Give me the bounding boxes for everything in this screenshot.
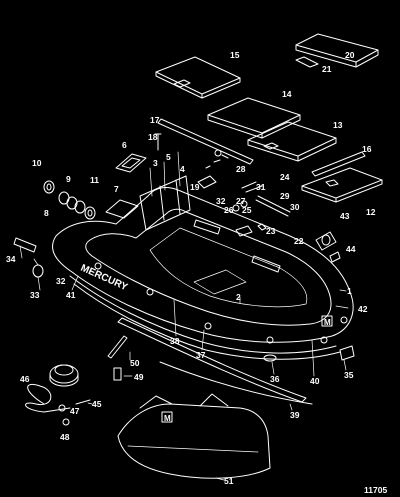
part-pin — [107, 335, 128, 359]
label-43: 43 — [340, 211, 350, 221]
label-32-bottom: 32 — [56, 276, 66, 286]
label-19: 19 — [190, 182, 200, 192]
label-25: 25 — [242, 205, 252, 215]
label-14: 14 — [282, 89, 292, 99]
label-40: 40 — [310, 376, 320, 386]
label-22: 22 — [294, 236, 304, 246]
label-27: 27 — [236, 196, 246, 206]
label-33: 33 — [30, 290, 40, 300]
part-keel-strip — [117, 317, 307, 403]
part-oarlock-set — [197, 159, 291, 237]
part-roll — [13, 237, 37, 253]
label-13: 13 — [333, 120, 343, 130]
label-36: 36 — [270, 374, 280, 384]
label-26: 26 — [224, 205, 234, 215]
label-34: 34 — [6, 254, 16, 264]
label-9: 9 — [66, 174, 71, 184]
brand-logo: MERCURY — [79, 263, 130, 294]
label-21: 21 — [322, 64, 332, 74]
label-11: 11 — [90, 175, 99, 185]
bag-badge-m: M — [164, 414, 171, 423]
label-45: 45 — [92, 399, 102, 409]
part-floor-board-front — [207, 97, 301, 139]
part-seat-top — [155, 56, 241, 99]
label-50: 50 — [130, 358, 140, 368]
label-30: 30 — [290, 202, 300, 212]
part-labels: 1 2 3 4 5 6 7 8 9 10 11 12 13 14 15 16 1… — [6, 50, 387, 495]
label-44: 44 — [346, 244, 356, 254]
label-46: 46 — [20, 374, 30, 384]
label-7: 7 — [114, 184, 119, 194]
part-spare-plug — [113, 367, 122, 381]
label-42: 42 — [358, 304, 368, 314]
label-35: 35 — [344, 370, 354, 380]
label-12: 12 — [366, 207, 376, 217]
label-3: 3 — [153, 158, 158, 168]
part-transom-plate — [301, 167, 383, 203]
label-10: 10 — [32, 158, 42, 168]
label-16: 16 — [362, 144, 372, 154]
part-hose-adapter — [58, 399, 91, 426]
label-39: 39 — [290, 410, 300, 420]
label-38: 38 — [170, 336, 180, 346]
part-pump-hose — [25, 384, 71, 413]
badge-m: M — [324, 318, 331, 327]
part-oar-port — [315, 231, 341, 263]
part-transom-rod — [311, 151, 366, 177]
part-bolt — [154, 133, 229, 159]
label-31: 31 — [256, 182, 266, 192]
label-4: 4 — [180, 164, 185, 174]
label-32-top: 32 — [216, 196, 226, 206]
part-handle-patch — [115, 153, 147, 173]
label-17: 17 — [150, 115, 160, 125]
label-51: 51 — [224, 476, 234, 486]
label-48: 48 — [60, 432, 70, 442]
part-rub-strip — [159, 361, 313, 405]
label-41: 41 — [66, 290, 76, 300]
label-8: 8 — [44, 208, 49, 218]
label-18: 18 — [148, 132, 158, 142]
label-6: 6 — [122, 140, 127, 150]
part-drain-plug — [263, 354, 277, 362]
part-floor-board-rear — [247, 121, 337, 162]
part-foot-pump — [49, 364, 79, 387]
part-valve-patch — [105, 199, 139, 219]
label-28: 28 — [236, 164, 246, 174]
label-37: 37 — [196, 350, 206, 360]
boat-hull: M MERCURY — [52, 175, 355, 361]
part-valve-assembly — [43, 180, 96, 220]
part-strap — [295, 56, 319, 68]
label-1: 1 — [347, 286, 352, 296]
part-storage-bag: M — [117, 393, 271, 479]
label-15: 15 — [230, 50, 240, 60]
label-2: 2 — [236, 292, 241, 302]
label-24: 24 — [280, 172, 290, 182]
label-47: 47 — [70, 406, 80, 416]
label-20: 20 — [345, 50, 355, 60]
label-5: 5 — [166, 152, 171, 162]
part-bow-cover — [295, 33, 379, 68]
label-29: 29 — [280, 191, 290, 201]
label-23: 23 — [266, 226, 276, 236]
leader-lines — [19, 151, 349, 481]
label-49: 49 — [134, 372, 144, 382]
part-cap — [32, 264, 44, 278]
reference-code: 11705 — [364, 485, 387, 495]
